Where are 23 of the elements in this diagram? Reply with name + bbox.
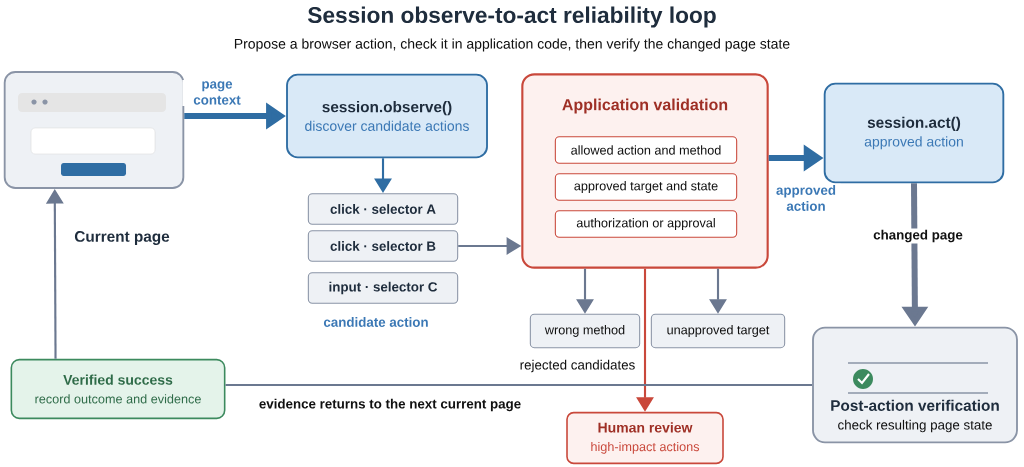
process-box: session.act() approved action	[823, 82, 1005, 184]
group-label: rejected candidates	[520, 359, 635, 373]
verification-box: Post-action verification check resulting page state	[812, 326, 1018, 444]
edge-label: evidence returns to the next current page	[257, 397, 523, 413]
check-box: allowed action and method	[554, 136, 738, 164]
edge-label: approved action	[771, 183, 841, 213]
edge-label: changed page	[871, 228, 965, 244]
candidate-box: click · selector A	[307, 193, 459, 225]
rejected-box: wrong method	[529, 313, 641, 349]
success-box: Verified success record outcome and evidence	[10, 358, 226, 420]
group-label: candidate action	[323, 317, 428, 327]
edge-label: page context	[182, 80, 252, 106]
check-box: authorization or approval	[554, 210, 738, 238]
candidate-box: click · selector B	[307, 230, 459, 262]
browser-window	[3, 71, 185, 189]
check-box: approved target and state	[554, 173, 738, 201]
rejected-box: unapproved target	[650, 313, 786, 349]
subtitle: Propose a browser action, check it in application code, then verify the changed page state	[234, 38, 790, 52]
candidate-box: input · selector C	[307, 272, 459, 304]
title: Session observe-to-act reliability loop	[308, 6, 716, 28]
review-box: Human review high-impact actions	[566, 411, 724, 465]
process-box: session.observe() discover candidate actions	[286, 73, 488, 159]
window-label: Current page	[74, 231, 170, 245]
